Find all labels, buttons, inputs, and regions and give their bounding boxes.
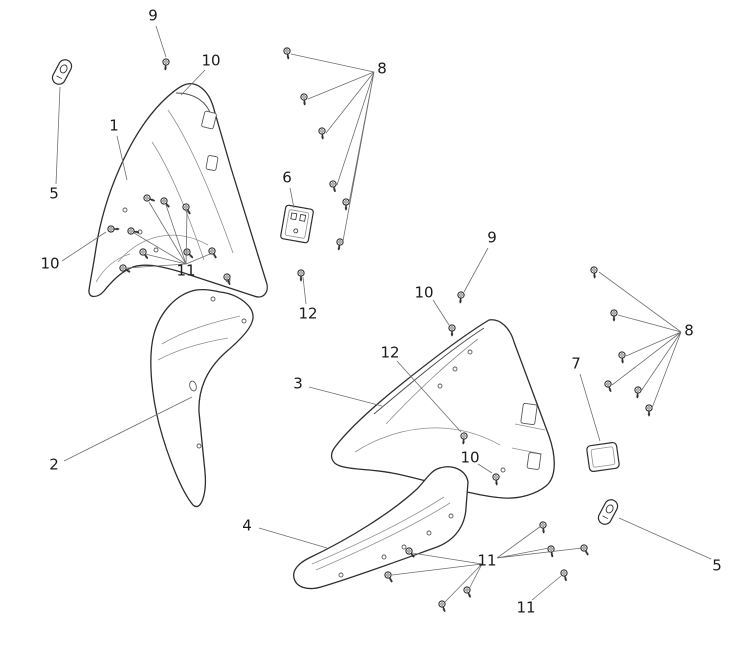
leader-line-3 <box>308 386 383 407</box>
screw-icon <box>630 384 645 399</box>
callout-11-bottom: 11 <box>516 598 536 617</box>
screw-icon <box>435 599 450 613</box>
screw-icon <box>641 402 657 417</box>
callout-7: 7 <box>571 354 581 373</box>
callout-11-right: 11 <box>477 551 497 570</box>
leader-line-5-right <box>618 517 712 560</box>
leader-lines-8-top <box>290 53 375 242</box>
leader-line-10-top <box>180 69 206 96</box>
screw-icon <box>453 289 468 304</box>
leader-line-12-left <box>302 276 307 305</box>
screw-icon <box>382 570 396 583</box>
front-fender-panel-right <box>330 319 555 499</box>
callout-9-top: 9 <box>148 6 158 25</box>
screw-icon <box>293 267 309 282</box>
leader-line-10-lower <box>477 463 493 474</box>
bracket-part-6 <box>279 204 315 244</box>
leader-line-2 <box>63 396 193 462</box>
callout-3: 3 <box>293 374 303 393</box>
leader-line-1 <box>116 135 128 181</box>
screw-icon <box>280 45 295 60</box>
clip-part-5-left <box>49 56 75 88</box>
leader-line-5-left <box>55 86 61 185</box>
screw-icon <box>461 585 475 599</box>
callout-10-right: 10 <box>414 283 434 302</box>
callout-8-top: 8 <box>377 59 387 78</box>
leader-line-9-right <box>463 247 489 293</box>
leader-lines-11-left <box>126 201 211 269</box>
callout-10-left: 10 <box>40 254 60 273</box>
callout-8-right: 8 <box>684 321 694 340</box>
callout-10-top: 10 <box>201 51 221 70</box>
callout-11-left: 11 <box>176 261 196 280</box>
screw-icon <box>601 379 616 393</box>
callout-12-right: 12 <box>380 343 400 362</box>
callout-6: 6 <box>282 168 292 187</box>
leader-line-10-left <box>61 231 107 262</box>
screw-icon <box>158 56 173 71</box>
leader-line-11-bottom <box>531 575 562 601</box>
leader-lines-11-right <box>391 525 583 603</box>
leader-line-6 <box>289 187 295 209</box>
inner-fender-panel <box>150 288 254 508</box>
callout-4: 4 <box>242 516 252 535</box>
screw-icon <box>444 322 460 337</box>
callout-5-right: 5 <box>712 556 722 575</box>
screw-icon <box>557 568 572 582</box>
leader-line-7 <box>579 373 601 442</box>
screw-icon <box>615 349 630 364</box>
callout-5-left: 5 <box>49 184 59 203</box>
screw-icon <box>332 236 347 251</box>
screw-icon <box>587 264 602 279</box>
leader-lines-8-right <box>598 271 682 409</box>
leader-line-4 <box>258 527 328 549</box>
callout-1: 1 <box>109 116 119 135</box>
callout-2: 2 <box>49 455 59 474</box>
clip-part-5-right <box>595 496 621 528</box>
callout-10-lower: 10 <box>460 448 480 467</box>
leader-line-10-right <box>432 299 450 326</box>
callout-9-right: 9 <box>487 228 497 247</box>
screw-icon <box>536 519 551 534</box>
leader-line-9-top <box>155 25 167 58</box>
lower-trim-panel <box>293 466 469 590</box>
screw-icon <box>578 543 592 556</box>
callout-12-left: 12 <box>298 304 318 323</box>
leader-line-12-right <box>396 360 462 433</box>
bracket-part-7 <box>585 441 621 473</box>
